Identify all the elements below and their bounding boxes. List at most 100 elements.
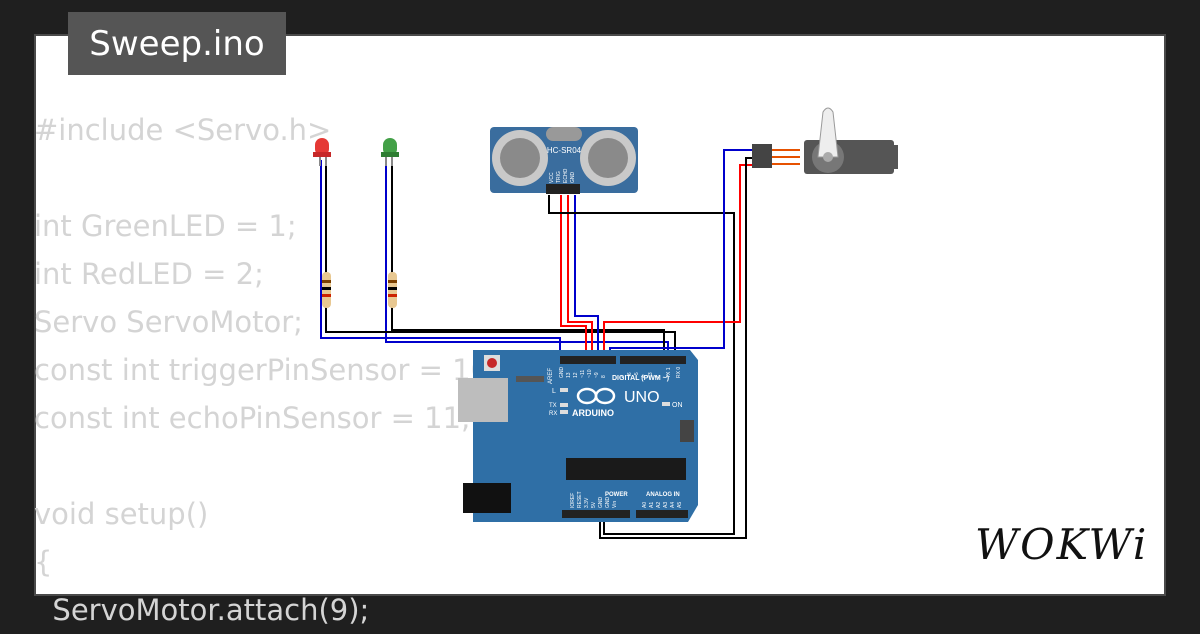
- servo-cable: [772, 149, 800, 165]
- pin-label: A4: [670, 502, 676, 508]
- wire-red-led-signal[interactable]: [320, 160, 561, 356]
- code-line: const int echoPinSensor = 11;: [34, 401, 471, 435]
- code-line: const int triggerPinSensor = 10;: [34, 353, 499, 387]
- pin-label: GND: [605, 497, 611, 509]
- pin-label: RX 0: [676, 367, 682, 378]
- wire-servo-gnd[interactable]: [599, 157, 758, 539]
- sensor-mesh-left: [500, 138, 540, 178]
- sensor-pin-label: ECHO: [563, 168, 569, 183]
- sensor-crystal: [546, 127, 582, 141]
- wire-sensor-echo[interactable]: [574, 195, 599, 356]
- code-line: int RedLED = 2;: [34, 257, 264, 291]
- pin-label: 7: [620, 375, 626, 378]
- ultrasonic-sensor[interactable]: HC-SR04 VCC TRIG ECHO GND: [490, 127, 638, 194]
- green-led-rim: [381, 152, 399, 157]
- digital-label: DIGITAL (PWM ~): [612, 375, 669, 382]
- microcontroller-chip: [566, 458, 686, 480]
- sensor-label: HC-SR04: [547, 146, 582, 155]
- power-header: [562, 510, 630, 518]
- servo-connector: [752, 144, 772, 168]
- pin-label: ~9: [594, 372, 600, 378]
- red-led-body: [315, 138, 329, 156]
- pin-label: Vin: [612, 501, 618, 508]
- on-led: [662, 402, 670, 406]
- wire-sensor-vcc[interactable]: [560, 195, 587, 356]
- sensor-pin-label: VCC: [549, 172, 555, 183]
- red-led-rim: [313, 152, 331, 157]
- pin-label: 3.3V: [584, 497, 590, 508]
- rx-led: [560, 410, 568, 414]
- red-led[interactable]: [313, 138, 331, 166]
- sensor-header: [546, 184, 580, 194]
- power-pin-labels: IOREF RESET 3.3V 5V GND GND Vin: [570, 491, 618, 508]
- tx-led: [560, 403, 568, 407]
- analog-pin-labels: A0 A1 A2 A3 A4 A5: [642, 502, 683, 508]
- sensor-pin-label: TRIG: [556, 171, 562, 183]
- pin-label: A2: [656, 502, 662, 508]
- aref-pins: [516, 376, 544, 382]
- pin-label: 2: [655, 375, 661, 378]
- wire-green-led-gnd[interactable]: [391, 160, 665, 356]
- pin-label: A5: [677, 502, 683, 508]
- power-label: POWER: [605, 492, 628, 498]
- pin-label: A0: [642, 502, 648, 508]
- resistor-band: [388, 280, 397, 283]
- resistor-red-led[interactable]: [322, 272, 331, 308]
- wokwi-logo: WOKWi: [975, 520, 1149, 569]
- pin-label: GND: [598, 497, 604, 509]
- servo-mount: [884, 145, 898, 169]
- digital-pin-labels: GND 13 12 ~11 ~10 ~9 8 7 ~6 ~5 4 ~3 2 TX…: [559, 367, 682, 379]
- pin-label: IOREF: [570, 493, 576, 508]
- wire-sensor-trig[interactable]: [567, 195, 593, 356]
- pin-label: 5V: [591, 501, 597, 508]
- pin-label: ~3: [648, 372, 654, 378]
- wire-red-led-gnd[interactable]: [325, 160, 676, 356]
- pin-label: 4: [641, 375, 647, 378]
- code-line: Servo ServoMotor;: [34, 305, 303, 339]
- code-line: ServoMotor.attach(9);: [34, 593, 370, 627]
- resistor-band: [322, 294, 331, 297]
- tx-label: TX: [549, 403, 557, 409]
- project-title: Sweep.ino: [68, 12, 286, 75]
- arduino-brand: ARDUINO: [572, 408, 614, 418]
- pin-label: 8: [601, 375, 607, 378]
- code-preview: #include <Servo.h>int GreenLED = 1;int R…: [34, 106, 499, 634]
- pin-label: A3: [663, 502, 669, 508]
- resistor-band: [322, 287, 331, 290]
- rx-label: RX: [549, 411, 557, 417]
- reset-button[interactable]: [487, 358, 497, 368]
- servo-hub: [823, 152, 833, 162]
- board-model: UNO: [624, 389, 660, 406]
- aref-label: AREF: [548, 368, 554, 384]
- resistor-green-led[interactable]: [388, 272, 397, 308]
- power-jack: [463, 483, 511, 513]
- resistor-band: [388, 294, 397, 297]
- sensor-mesh-right: [588, 138, 628, 178]
- digital-header-low: [620, 356, 686, 364]
- wire-power-gnd[interactable]: [603, 518, 735, 535]
- usb-port: [458, 378, 508, 422]
- digital-header-high: [560, 356, 616, 364]
- icsp-header: [680, 420, 694, 442]
- pin-label: ~5: [634, 372, 640, 378]
- pin-label: ~11: [580, 370, 586, 378]
- servo-motor[interactable]: [752, 107, 898, 174]
- resistor-band: [322, 280, 331, 283]
- servo-horn: [817, 107, 839, 158]
- code-line: void setup(): [34, 497, 209, 531]
- arduino-uno-board[interactable]: AREF DIGITAL (PWM ~) L TX RX ARDUINO UNO…: [458, 350, 698, 522]
- wire-sensor-gnd[interactable]: [548, 195, 735, 520]
- green-led[interactable]: [381, 138, 399, 166]
- analog-header: [636, 510, 688, 518]
- wires: [320, 149, 758, 539]
- green-led-body: [383, 138, 397, 156]
- analog-label: ANALOG IN: [646, 492, 680, 498]
- code-line: int GreenLED = 1;: [34, 209, 297, 243]
- pin-label: 13: [566, 372, 572, 378]
- on-label: ON: [672, 402, 683, 409]
- pin-label: A1: [649, 502, 655, 508]
- pin-label: 12: [573, 372, 579, 378]
- pin-label: TX 1: [666, 367, 672, 378]
- pin-label: GND: [559, 367, 565, 379]
- l-led: [560, 388, 568, 392]
